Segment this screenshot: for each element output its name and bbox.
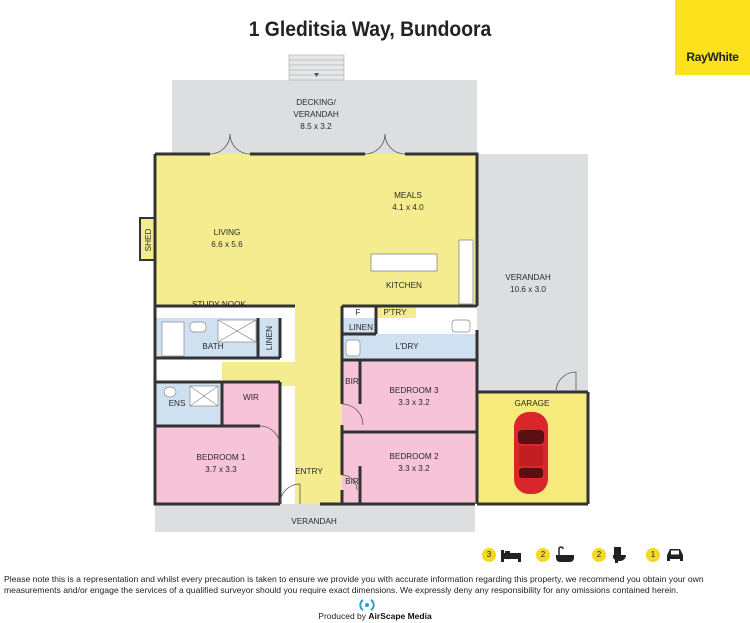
bed2-dims: 3.3 x 3.2 — [398, 464, 430, 473]
property-title: 1 Gleditsia Way, Bundoora — [248, 18, 492, 41]
side-verandah-area — [477, 154, 588, 392]
feature-bathrooms: 2 — [536, 546, 578, 566]
raywhite-logo: RayWhite — [675, 0, 750, 75]
decking-area — [172, 80, 477, 154]
verandah-side-dims: 10.6 x 3.0 — [510, 285, 546, 294]
wir-label: WIR — [243, 393, 259, 402]
decking-label-2: VERANDAH — [293, 110, 339, 119]
pantry-area — [376, 306, 416, 318]
feature-toilets: 2 — [592, 546, 634, 566]
feature-bedrooms: 3 — [482, 546, 524, 566]
front-verandah-area — [155, 504, 475, 532]
shed-label: SHED — [144, 229, 153, 252]
pantry-label: P'TRY — [383, 308, 407, 317]
car-icon — [514, 412, 548, 494]
entry-label: ENTRY — [295, 467, 323, 476]
kitchen-bench — [370, 253, 438, 272]
meals-label: MEALS — [394, 191, 422, 200]
laundry-area — [342, 334, 477, 360]
living-area — [155, 154, 477, 504]
wir-area — [222, 382, 280, 426]
car-count: 1 — [646, 548, 660, 562]
bed3-dims: 3.3 x 3.2 — [398, 398, 430, 407]
bed2-area — [342, 432, 477, 504]
airscape-logo-icon — [359, 599, 375, 611]
linen1-label: LINEN — [349, 323, 373, 332]
linen2-label: LINEN — [265, 326, 274, 350]
ens-label: ENS — [169, 399, 186, 408]
living-label: LIVING — [214, 228, 241, 237]
bed1-area — [155, 426, 280, 504]
f-label: F — [355, 308, 360, 317]
bathroom-count: 2 — [536, 548, 550, 562]
disclaimer-text: Please note this is a representation and… — [4, 574, 704, 595]
bath-icon — [556, 546, 574, 562]
bed3-label: BEDROOM 3 — [389, 386, 439, 395]
living-dims: 6.6 x 5.6 — [211, 240, 243, 249]
toilet-count: 2 — [592, 548, 606, 562]
toilet-icon — [612, 547, 626, 563]
bed-icon — [501, 550, 521, 562]
bir2-label: BIR — [345, 477, 359, 486]
linen1-area — [342, 318, 376, 334]
kitchen-cooktop — [458, 239, 474, 305]
bedroom-count: 3 — [482, 548, 496, 562]
laundry-label: L'DRY — [395, 342, 419, 351]
car-icon — [667, 549, 683, 561]
decking-label: DECKING/ — [296, 98, 336, 107]
verandah-front-label: VERANDAH — [291, 517, 337, 526]
linen2-area — [258, 318, 280, 358]
floor-plan: DECKING/ VERANDAH 8.5 x 3.2 LIVING 6.6 x… — [139, 54, 590, 532]
feature-car-spaces: 1 — [646, 546, 688, 566]
credit-prefix: Produced by — [318, 611, 367, 621]
garage-label: GARAGE — [514, 399, 550, 408]
credit-line: Produced by AirScape Media — [0, 611, 750, 621]
bath-label: BATH — [202, 342, 223, 351]
bed2-label: BEDROOM 2 — [389, 452, 439, 461]
credit-brand: AirScape Media — [368, 611, 432, 621]
logo-text: RayWhite — [686, 50, 739, 64]
kitchen-label: KITCHEN — [386, 281, 422, 290]
bed1-label: BEDROOM 1 — [196, 453, 246, 462]
bed3-area — [342, 360, 477, 432]
bed1-dims: 3.7 x 3.3 — [205, 465, 237, 474]
meals-dims: 4.1 x 4.0 — [392, 203, 424, 212]
decking-dims: 8.5 x 3.2 — [300, 122, 332, 131]
bir1-label: BIR — [345, 377, 359, 386]
study-label: STUDY NOOK — [192, 300, 247, 309]
verandah-side-label: VERANDAH — [505, 273, 551, 282]
